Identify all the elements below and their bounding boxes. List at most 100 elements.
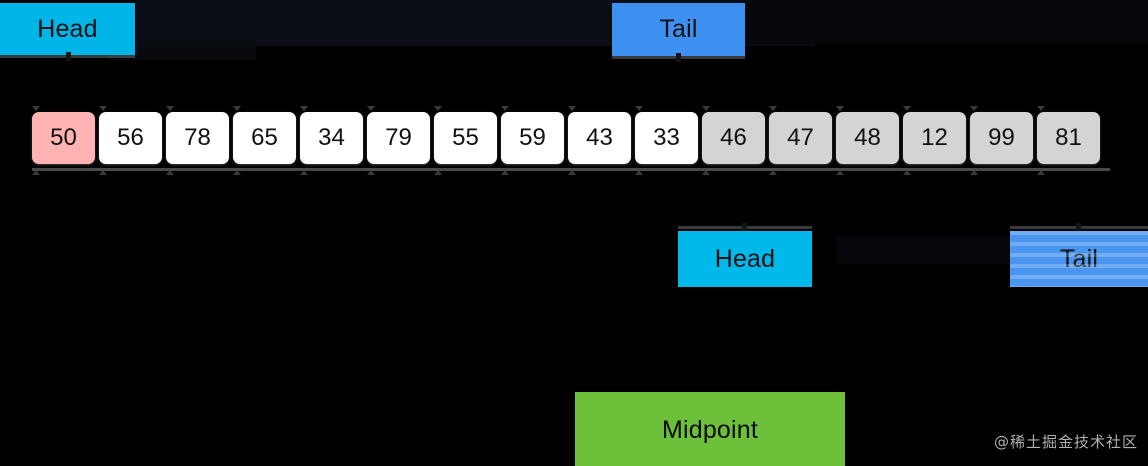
array-cell[interactable]: 59 xyxy=(501,112,564,164)
caret-down-icon xyxy=(702,106,710,111)
cell-caret-slot xyxy=(970,170,1033,175)
caret-up-icon xyxy=(1037,170,1045,175)
array-underline xyxy=(32,168,1110,171)
pointer-head-bottom-label: Head xyxy=(714,244,776,273)
cell-caret-slot xyxy=(300,106,363,111)
cell-caret-slot xyxy=(635,170,698,175)
caret-up-icon xyxy=(702,170,710,175)
cell-caret-slot xyxy=(99,170,162,175)
array-cell[interactable]: 99 xyxy=(970,112,1033,164)
cell-caret-slot xyxy=(99,106,162,111)
array-cell[interactable]: 48 xyxy=(836,112,899,164)
background-block xyxy=(108,46,256,60)
array-cell[interactable]: 78 xyxy=(166,112,229,164)
caret-up-icon xyxy=(970,170,978,175)
array-cell[interactable]: 47 xyxy=(769,112,832,164)
caret-up-icon xyxy=(434,170,442,175)
array-cell[interactable]: 33 xyxy=(635,112,698,164)
caret-up-icon xyxy=(99,170,107,175)
pointer-head-bottom[interactable]: Head xyxy=(678,231,812,287)
cell-caret-slot xyxy=(836,106,899,111)
caret-down-icon xyxy=(32,106,40,111)
cell-caret-slot xyxy=(903,106,966,111)
caret-down-icon xyxy=(501,106,509,111)
caret-up-icon xyxy=(367,170,375,175)
cell-caret-slot xyxy=(233,170,296,175)
cell-caret-slot xyxy=(233,106,296,111)
cell-caret-slot xyxy=(970,106,1033,111)
array-cell[interactable]: 43 xyxy=(568,112,631,164)
background-block xyxy=(744,0,1148,44)
caret-up-icon xyxy=(233,170,241,175)
cell-caret-row-top xyxy=(32,106,1100,111)
pointer-head-top-nub xyxy=(66,52,71,61)
pointer-tail-bottom-label: Tail xyxy=(1059,244,1099,273)
midpoint-box[interactable]: Midpoint xyxy=(575,392,845,466)
caret-down-icon xyxy=(970,106,978,111)
pointer-tail-top[interactable]: Tail xyxy=(612,3,745,56)
cell-caret-slot xyxy=(166,106,229,111)
cell-caret-slot xyxy=(836,170,899,175)
cell-caret-slot xyxy=(903,170,966,175)
cell-caret-slot xyxy=(769,106,832,111)
cell-caret-slot xyxy=(702,170,765,175)
cell-caret-slot xyxy=(501,170,564,175)
pointer-tail-top-nub xyxy=(676,53,681,62)
caret-down-icon xyxy=(568,106,576,111)
pointer-head-top-label: Head xyxy=(37,14,98,43)
caret-down-icon xyxy=(367,106,375,111)
array-cell[interactable]: 46 xyxy=(702,112,765,164)
caret-down-icon xyxy=(1037,106,1045,111)
array-cell[interactable]: 34 xyxy=(300,112,363,164)
caret-down-icon xyxy=(836,106,844,111)
caret-up-icon xyxy=(769,170,777,175)
pointer-tail-bottom-nub xyxy=(1076,223,1081,232)
cell-caret-slot xyxy=(32,170,95,175)
cell-caret-slot xyxy=(166,170,229,175)
caret-up-icon xyxy=(501,170,509,175)
caret-down-icon xyxy=(903,106,911,111)
pointer-head-top[interactable]: Head xyxy=(0,3,135,55)
caret-up-icon xyxy=(568,170,576,175)
cell-caret-slot xyxy=(501,106,564,111)
caret-up-icon xyxy=(836,170,844,175)
array-cell[interactable]: 65 xyxy=(233,112,296,164)
cell-caret-slot xyxy=(300,170,363,175)
pointer-tail-bottom[interactable]: Tail xyxy=(1010,231,1148,287)
caret-down-icon xyxy=(99,106,107,111)
caret-down-icon xyxy=(769,106,777,111)
midpoint-label: Midpoint xyxy=(661,415,759,444)
array-cell[interactable]: 81 xyxy=(1037,112,1100,164)
cell-caret-row-bottom xyxy=(32,170,1100,175)
cell-caret-slot xyxy=(434,170,497,175)
watermark: @稀土掘金技术社区 xyxy=(993,433,1138,451)
cell-caret-slot xyxy=(32,106,95,111)
cell-caret-slot xyxy=(769,170,832,175)
pointer-head-bottom-nub xyxy=(742,223,747,232)
caret-up-icon xyxy=(166,170,174,175)
array-cell[interactable]: 56 xyxy=(99,112,162,164)
cell-caret-slot xyxy=(702,106,765,111)
array-cell[interactable]: 55 xyxy=(434,112,497,164)
caret-down-icon xyxy=(166,106,174,111)
cell-caret-slot xyxy=(635,106,698,111)
cell-caret-slot xyxy=(1037,170,1100,175)
caret-up-icon xyxy=(635,170,643,175)
caret-down-icon xyxy=(233,106,241,111)
cell-caret-slot xyxy=(367,106,430,111)
cell-caret-slot xyxy=(434,106,497,111)
caret-up-icon xyxy=(300,170,308,175)
caret-down-icon xyxy=(300,106,308,111)
caret-down-icon xyxy=(635,106,643,111)
array-cell[interactable]: 79 xyxy=(367,112,430,164)
cell-caret-slot xyxy=(367,170,430,175)
background-block xyxy=(836,236,1012,264)
array-cell[interactable]: 50 xyxy=(32,112,95,164)
cell-caret-slot xyxy=(1037,106,1100,111)
caret-down-icon xyxy=(434,106,442,111)
caret-up-icon xyxy=(32,170,40,175)
cell-caret-slot xyxy=(568,170,631,175)
array-cell[interactable]: 12 xyxy=(903,112,966,164)
